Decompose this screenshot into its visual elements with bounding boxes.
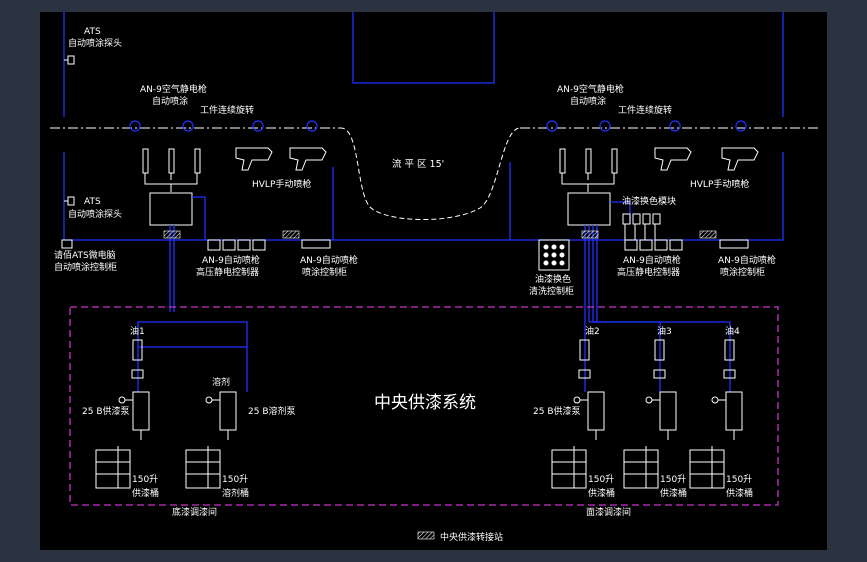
supply-title: 中央供漆系统: [374, 393, 476, 413]
right-hv-controllers: [624, 239, 749, 251]
left-cab-l2: 喷涂控制柜: [302, 266, 347, 278]
left-an9-sub: 自动喷涂: [152, 95, 188, 107]
legend-station-icon: [417, 531, 435, 540]
oil4-label: 油4: [725, 325, 740, 337]
pump-icon: [118, 391, 743, 440]
computer-cab-l2: 自动喷涂控制柜: [54, 261, 117, 273]
left-hvlp-label: HVLP手动喷枪: [252, 178, 311, 190]
ats-bottom-label: ATS: [84, 197, 101, 207]
left-an9-title: AN-9空气静电枪: [140, 83, 207, 95]
ats-top-label: ATS: [84, 27, 101, 37]
left-pipes: [169, 196, 206, 312]
color-cab-l2: 清洗控制柜: [529, 285, 574, 297]
oil1-label: 油1: [130, 325, 145, 337]
ats-top-desc: 自动喷涂探头: [68, 37, 122, 49]
pump3-label: 25 B供漆泵: [533, 405, 581, 417]
oil2-label: 油2: [585, 325, 600, 337]
adapter-station-icon: [163, 230, 181, 239]
central-supply-boundary: [69, 306, 779, 506]
room-right-label: 面漆调漆间: [586, 506, 631, 518]
ats-bottom-desc: 自动喷涂探头: [68, 208, 122, 220]
right-control-box: [567, 192, 611, 226]
barrel-e-label: 供漆桶: [726, 487, 753, 499]
legend-station-label: 中央供漆转接站: [440, 531, 503, 543]
right-an9-sub: 自动喷涂: [570, 95, 606, 107]
supply-lines: [137, 321, 731, 392]
left-hv-l1: AN-9自动喷枪: [202, 254, 260, 266]
right-hv-l1: AN-9自动喷枪: [623, 254, 681, 266]
booth-outline: [63, 12, 784, 241]
left-cab-l1: AN-9自动喷枪: [300, 254, 358, 266]
color-change-module-icon: [622, 213, 661, 240]
room-left-label: 底漆调漆间: [172, 506, 217, 518]
process-diagram: 流 平 区 15' ATS 自动喷涂探头 ATS 自动喷涂探头 AN-9空气静电…: [50, 12, 818, 543]
flash-off-zone: [339, 127, 521, 221]
left-conveyor-label: 工件连续旋转: [200, 104, 254, 116]
barrel-d-label: 供漆桶: [660, 487, 687, 499]
rotation-markers: [129, 120, 747, 132]
right-an9-title: AN-9空气静电枪: [557, 83, 624, 95]
adapter-station-icon: [581, 230, 599, 239]
barrel-icon: [95, 446, 725, 489]
adapter-station-icon: [699, 230, 717, 239]
oil3-label: 油3: [657, 325, 672, 337]
barrel-a-volume: 150升: [132, 474, 158, 485]
auto-spray-gun-icon: [142, 148, 201, 192]
barrel-b-volume: 150升: [222, 474, 248, 485]
barrel-d-volume: 150升: [660, 474, 686, 485]
adapter-station-icon: [282, 230, 300, 239]
color-cleaning-cabinet-icon: [538, 239, 570, 271]
regulator-icon: [131, 339, 736, 379]
barrel-c-label: 供漆桶: [588, 487, 615, 499]
barrel-c-volume: 150升: [588, 474, 614, 485]
ats-probe-icon: [64, 55, 75, 206]
hvlp-manual-gun-icon: [235, 147, 327, 171]
left-hv-controllers: [61, 239, 331, 251]
right-conveyor-label: 工件连续旋转: [618, 104, 672, 116]
barrel-a-label: 供漆桶: [132, 487, 159, 499]
right-cab-l2: 喷涂控制柜: [720, 266, 765, 278]
flash-off-label: 流 平 区 15': [392, 158, 444, 170]
solvent-label: 溶剂: [212, 376, 230, 388]
pump1-label: 25 B供漆泵: [82, 405, 130, 417]
drawing-viewport[interactable]: 流 平 区 15' ATS 自动喷涂探头 ATS 自动喷涂探头 AN-9空气静电…: [40, 12, 827, 550]
left-control-box: [149, 192, 193, 226]
hvlp-manual-gun-icon: [654, 147, 759, 171]
color-module-label: 油漆换色模块: [622, 195, 676, 207]
right-cab-l1: AN-9自动喷枪: [718, 254, 776, 266]
barrel-b-label: 溶剂桶: [222, 487, 249, 499]
barrel-e-volume: 150升: [726, 474, 752, 485]
color-cab-l1: 油漆换色: [535, 273, 571, 285]
right-hv-l2: 高压静电控制器: [617, 266, 680, 278]
computer-cab-l1: 请佰ATS微电脑: [54, 249, 116, 261]
left-hv-l2: 高压静电控制器: [196, 266, 259, 278]
right-hvlp-label: HVLP手动喷枪: [690, 178, 749, 190]
pump2-label: 25 B溶剂泵: [248, 405, 296, 417]
auto-spray-gun-icon: [559, 148, 618, 192]
